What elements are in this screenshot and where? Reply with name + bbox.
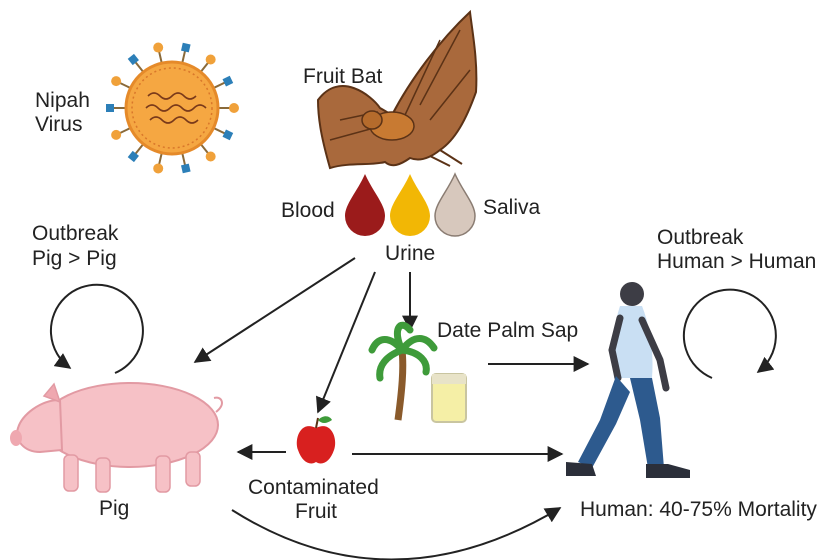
human-outbreak-label-line1: Outbreak xyxy=(657,226,744,249)
saliva-drop-icon xyxy=(435,174,475,236)
blood-label: Blood xyxy=(281,199,335,222)
arrow-pig-to-human xyxy=(232,508,560,560)
pig-outbreak-label-line2: Pig > Pig xyxy=(32,247,117,270)
pig-icon xyxy=(10,383,222,492)
sap-label: Date Palm Sap xyxy=(437,319,578,342)
saliva-label: Saliva xyxy=(483,196,541,219)
fruit-bat-icon xyxy=(318,12,476,168)
pig-label: Pig xyxy=(99,497,129,520)
fruit-label-line2: Fruit xyxy=(295,500,337,523)
pig-outbreak-label-line1: Outbreak xyxy=(32,222,119,245)
blood-drop-icon xyxy=(345,174,385,236)
arrow-bat-to-pig xyxy=(195,258,355,362)
urine-drop-icon xyxy=(390,174,430,236)
apple-icon xyxy=(297,416,335,463)
fruit-label-line1: Contaminated xyxy=(248,476,379,499)
human-outbreak-cycle-arrow xyxy=(684,290,776,378)
virus-label-line1: Nipah xyxy=(35,89,90,112)
human-label: Human: 40-75% Mortality xyxy=(580,498,817,521)
human-icon xyxy=(566,282,690,478)
pig-outbreak-cycle-arrow xyxy=(51,285,143,373)
bat-label: Fruit Bat xyxy=(303,65,383,88)
human-outbreak-label-line2: Human > Human xyxy=(657,250,816,273)
virus-label-line2: Virus xyxy=(35,113,82,136)
sap-glass-icon xyxy=(432,374,466,422)
palm-tree-icon xyxy=(372,325,434,420)
virus-icon xyxy=(106,43,239,174)
arrow-bat-to-fruit xyxy=(318,272,375,412)
urine-label: Urine xyxy=(385,242,435,265)
